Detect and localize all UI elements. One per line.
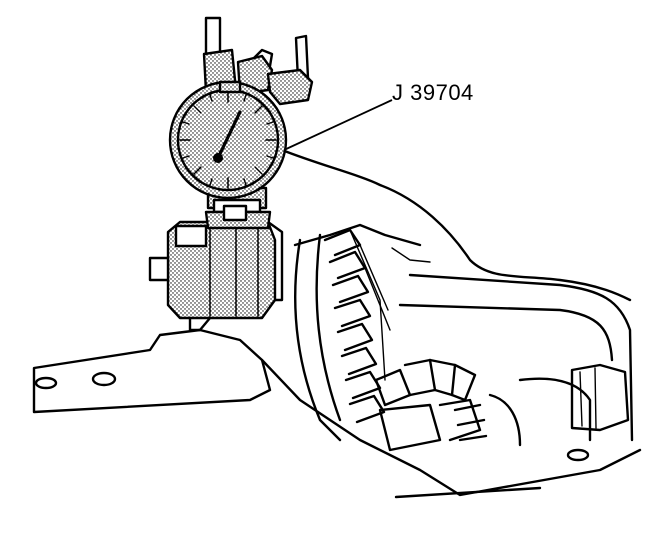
bolt-hole (34, 376, 58, 390)
ring-gear-teeth (323, 228, 391, 424)
carrier-housing (32, 328, 642, 499)
differential-gears (374, 358, 630, 452)
indicator-mount (148, 220, 284, 332)
ring-gear (294, 228, 391, 442)
dial-center-hub (213, 153, 223, 163)
dial-tick-marks (179, 91, 277, 189)
callout-leader-line (283, 99, 393, 151)
bolt-hole (91, 371, 117, 387)
dial-needle (216, 110, 242, 160)
mount-clamp-knob (148, 256, 170, 282)
dial-gauge (168, 80, 288, 200)
bolt-hole (566, 448, 590, 462)
tool-callout-label: J 39704 (392, 80, 474, 105)
housing-contour (280, 148, 634, 442)
